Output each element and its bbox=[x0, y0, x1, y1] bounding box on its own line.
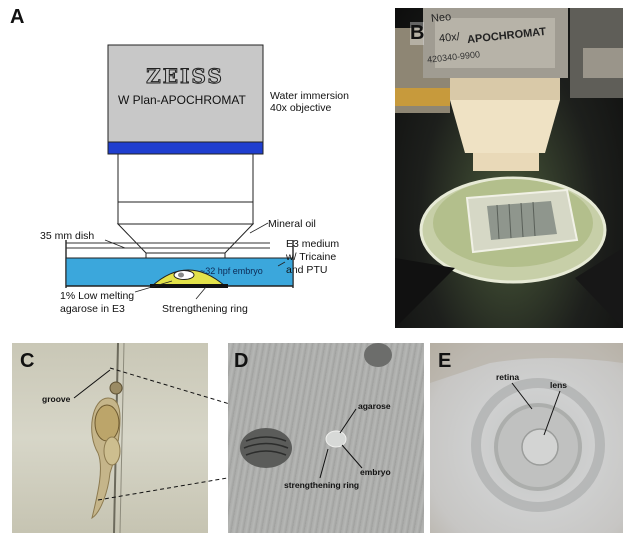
objective-desc-2: 40x objective bbox=[270, 102, 332, 114]
photo-metal-plate bbox=[228, 343, 424, 533]
photo-metal-plate-drawing bbox=[240, 343, 392, 479]
objective-barrel bbox=[117, 153, 254, 203]
agarose-label: agarose bbox=[358, 401, 391, 411]
objective-desc-1: Water immersion bbox=[270, 90, 349, 102]
panel-letter-e: E bbox=[438, 350, 452, 372]
retina-label: retina bbox=[496, 372, 520, 382]
medium-label-3: and PTU bbox=[286, 264, 328, 276]
objective-model-label: W Plan-APOCHROMAT bbox=[118, 93, 246, 107]
strengthening-ring-label: strengthening ring bbox=[284, 480, 360, 490]
photo-eye bbox=[430, 343, 623, 533]
panel-letter-d: D bbox=[234, 350, 249, 372]
photo-objective: Neo 40x/ APOCHROMAT 420340-9900 bbox=[395, 8, 623, 328]
embryo-photo-label: embryo bbox=[360, 467, 391, 477]
objective-body bbox=[107, 44, 264, 143]
panel-letter-c: C bbox=[20, 350, 35, 372]
agarose-label-1: 1% Low melting bbox=[60, 290, 135, 302]
objective-schematic bbox=[65, 44, 294, 300]
photo-embryo-groove bbox=[12, 343, 208, 533]
dish-label: 35 mm dish bbox=[40, 230, 95, 242]
lens-label: lens bbox=[550, 380, 568, 390]
panel-letter-a: A bbox=[10, 6, 25, 28]
agarose-label-2: agarose in E3 bbox=[60, 303, 125, 315]
embryo-label: ~32 hpf embryo bbox=[200, 266, 263, 276]
photo-objective-drawing bbox=[395, 8, 623, 328]
panel-letter-b: B bbox=[410, 22, 425, 45]
zeiss-logo: ZEISS bbox=[146, 64, 224, 89]
medium-label-1: E3 medium bbox=[286, 238, 340, 250]
medium-label-2: w/ Tricaine bbox=[286, 251, 337, 263]
groove-label: groove bbox=[42, 394, 71, 404]
photo-eye-drawing bbox=[430, 343, 623, 512]
ring-label: Strengthening ring bbox=[162, 303, 248, 315]
mineral-oil-label: Mineral oil bbox=[268, 218, 316, 230]
photo-embryo-groove-drawing bbox=[73, 343, 125, 533]
strengthening-ring-shape bbox=[150, 284, 228, 288]
